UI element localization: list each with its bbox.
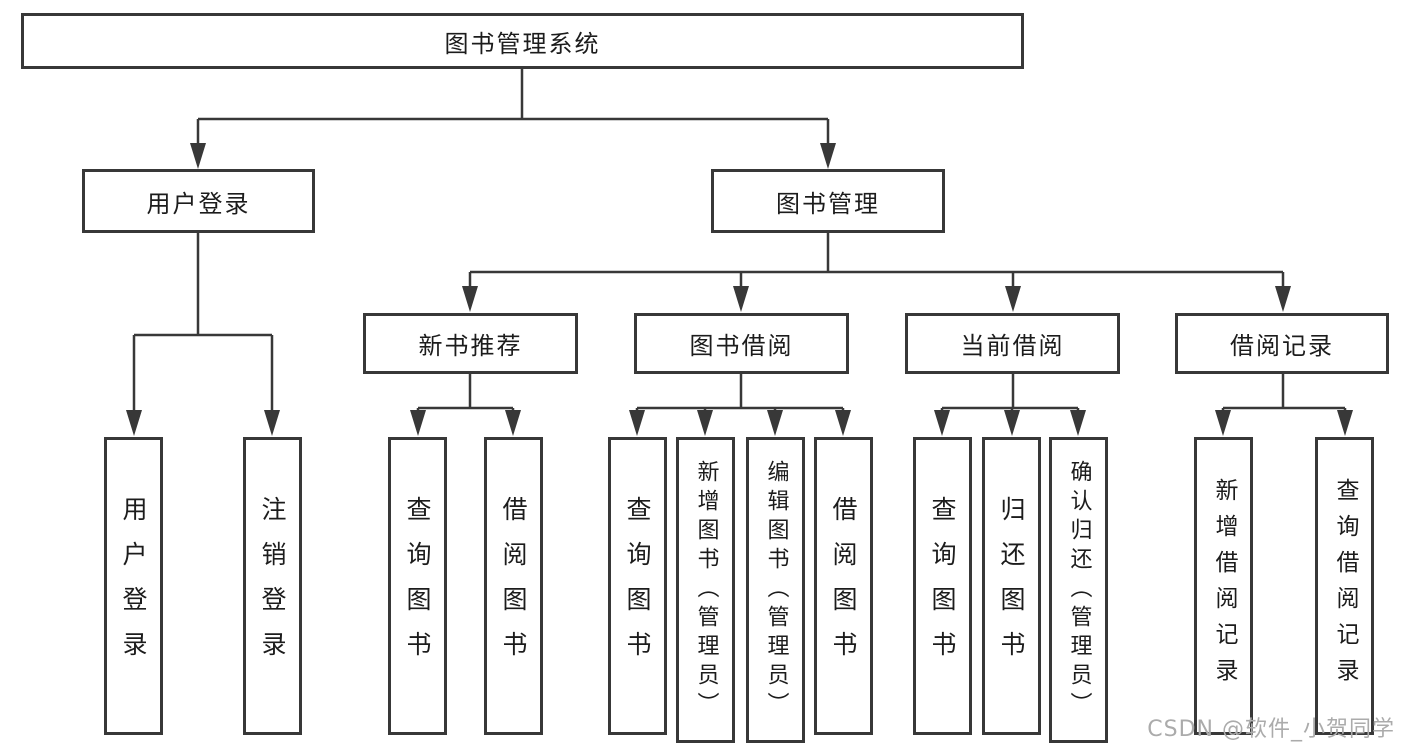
leaf-add-book-admin-label: 新增图书（管理员）: [693, 459, 719, 721]
watermark: CSDN @软件_小贺同学: [1147, 717, 1395, 742]
leaf-add-borrow-record-label: 新增借阅记录: [1211, 478, 1237, 694]
leaf-edit-book-admin-label: 编辑图书（管理员）: [763, 459, 789, 721]
leaf-return-book: 归还图书: [982, 437, 1041, 735]
node-user-login-group: 用户登录: [82, 169, 315, 233]
leaf-query-books-2: 查询图书: [608, 437, 667, 735]
node-book-management: 图书管理: [711, 169, 945, 233]
leaf-query-borrow-record-label: 查询借阅记录: [1332, 478, 1358, 694]
leaf-query-books-3-label: 查询图书: [928, 496, 957, 676]
node-root: 图书管理系统: [21, 13, 1024, 69]
node-new-book-recommend: 新书推荐: [363, 313, 578, 374]
leaf-borrow-books-1-label: 借阅图书: [499, 496, 528, 676]
leaf-borrow-books-2-label: 借阅图书: [829, 496, 858, 676]
node-borrow-records: 借阅记录: [1175, 313, 1389, 374]
leaf-logout-label: 注销登录: [258, 496, 287, 676]
leaf-query-books-2-label: 查询图书: [623, 496, 652, 676]
leaf-user-login: 用户登录: [104, 437, 163, 735]
leaf-query-books-1-label: 查询图书: [403, 496, 432, 676]
leaf-borrow-books-1: 借阅图书: [484, 437, 543, 735]
leaf-borrow-books-2: 借阅图书: [814, 437, 873, 735]
leaf-add-book-admin: 新增图书（管理员）: [676, 437, 735, 743]
arrowheads: [126, 143, 1353, 436]
node-current-borrow: 当前借阅: [905, 313, 1120, 374]
leaf-query-books-3: 查询图书: [913, 437, 972, 735]
leaf-logout: 注销登录: [243, 437, 302, 735]
leaf-query-books-1: 查询图书: [388, 437, 447, 735]
leaf-edit-book-admin: 编辑图书（管理员）: [746, 437, 805, 743]
leaf-query-borrow-record: 查询借阅记录: [1315, 437, 1374, 735]
leaf-return-book-label: 归还图书: [997, 496, 1026, 676]
leaf-confirm-return-admin-label: 确认归还（管理员）: [1066, 459, 1092, 721]
leaf-add-borrow-record: 新增借阅记录: [1194, 437, 1253, 735]
leaf-user-login-label: 用户登录: [119, 496, 148, 676]
node-book-borrow: 图书借阅: [634, 313, 849, 374]
leaf-confirm-return-admin: 确认归还（管理员）: [1049, 437, 1108, 743]
